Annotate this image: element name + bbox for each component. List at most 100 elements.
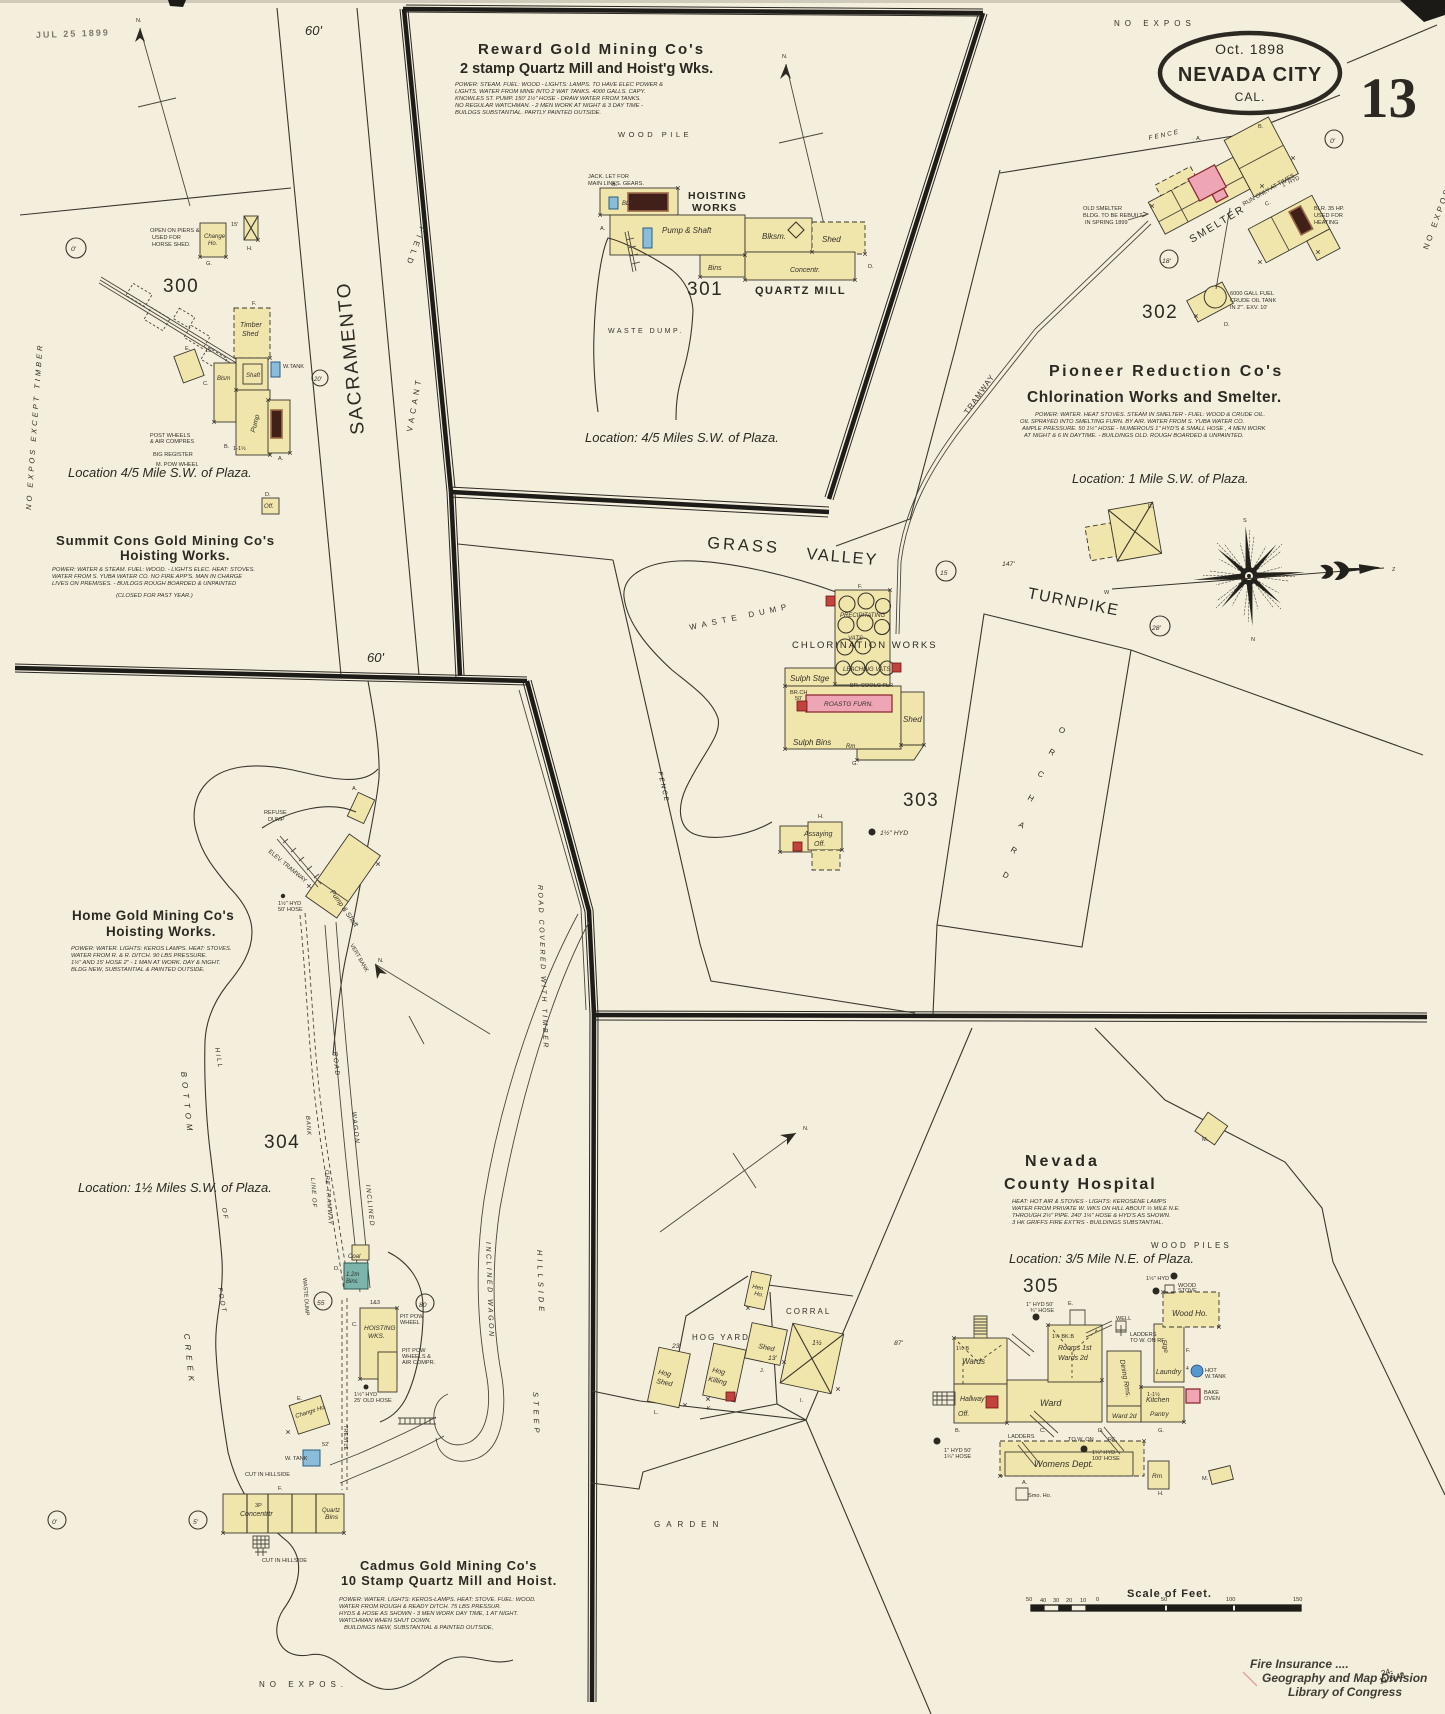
svg-text:BLK: BLK (622, 201, 634, 207)
svg-text:D.: D. (868, 264, 874, 270)
svg-text:Location: 4/5 Miles S.W. of P: Location: 4/5 Miles S.W. of Plaza. (585, 430, 779, 445)
svg-text:W: W (1104, 590, 1110, 596)
svg-text:1.2m: 1.2m (346, 1272, 359, 1278)
svg-text:POWER: STEAM. FUEL: WOOD - L: POWER: STEAM. FUEL: WOOD - LIGHTS: LAMPS… (455, 82, 663, 88)
svg-text:BLDG. TO BE REBUILT: BLDG. TO BE REBUILT (1083, 213, 1143, 219)
svg-text:Rooms 1st: Rooms 1st (1058, 1345, 1093, 1352)
svg-text:Concentr.: Concentr. (790, 267, 820, 274)
svg-text:OVEN: OVEN (1204, 1396, 1220, 1402)
svg-text:GRASS: GRASS (707, 534, 781, 557)
svg-text:M.: M. (1202, 1137, 1209, 1143)
svg-text:1¼" HYD: 1¼" HYD (1092, 1450, 1115, 1456)
svg-text:1'' HYD 50': 1'' HYD 50' (944, 1448, 971, 1454)
svg-text:VATS: VATS (848, 636, 863, 642)
svg-text:POWER: WATER & STEAM. FUEL: W: POWER: WATER & STEAM. FUEL: WOOD. - LIGH… (52, 567, 255, 573)
svg-text:Wards 2d: Wards 2d (1058, 1355, 1089, 1362)
svg-text:BLDG NEW, SUBSTANTIAL & PAINT: BLDG NEW, SUBSTANTIAL & PAINTED OUTSIDE. (71, 967, 205, 973)
svg-text:6000 GALL FUEL: 6000 GALL FUEL (1230, 291, 1274, 297)
svg-text:R: R (1009, 845, 1019, 856)
svg-text:D.: D. (1224, 322, 1230, 328)
svg-text:100: 100 (1226, 1597, 1235, 1603)
svg-text:ORE TRAMWAY: ORE TRAMWAY (323, 1170, 333, 1226)
svg-text:LEACHING VATS: LEACHING VATS (843, 667, 890, 673)
svg-text:301: 301 (687, 279, 723, 300)
svg-text:50': 50' (795, 696, 802, 702)
svg-text:E.: E. (1068, 1301, 1074, 1307)
svg-text:OF: OF (220, 1207, 229, 1221)
svg-text:BANK: BANK (304, 1116, 311, 1137)
svg-text:Sulph Bins: Sulph Bins (793, 738, 831, 747)
svg-text:50: 50 (1026, 1597, 1032, 1603)
svg-text:A.: A. (600, 226, 606, 232)
svg-text:B.: B. (224, 444, 230, 450)
svg-text:R: R (1047, 747, 1057, 758)
svg-text:Hog: Hog (712, 1367, 726, 1377)
svg-text:Concentrtr: Concentrtr (240, 1511, 273, 1518)
svg-text:BAKE: BAKE (1204, 1390, 1219, 1396)
svg-text:Shed: Shed (656, 1378, 675, 1388)
svg-text:BIG REGISTER: BIG REGISTER (153, 452, 193, 458)
svg-text:Location: 1 Mile S.W. of Plaza: Location: 1 Mile S.W. of Plaza. (1072, 471, 1249, 486)
svg-text:¾" HOSE: ¾" HOSE (1030, 1308, 1054, 1314)
svg-text:N: N (1251, 637, 1255, 643)
svg-text:52': 52' (322, 1442, 329, 1448)
svg-text:10: 10 (1080, 1598, 1086, 1604)
svg-text:Change: Change (204, 234, 226, 240)
svg-text:Ho.: Ho. (754, 1291, 764, 1299)
svg-text:USED FOR: USED FOR (1314, 213, 1343, 219)
svg-text:Location 4/5 Mile S.W. of Pl: Location 4/5 Mile S.W. of Plaza. (68, 465, 252, 480)
svg-text:A.: A. (1022, 1480, 1028, 1486)
svg-text:M. POW WHEEL: M. POW WHEEL (156, 462, 199, 468)
svg-text:A.: A. (352, 786, 358, 792)
svg-text:G.: G. (1158, 1428, 1164, 1434)
svg-text:Pantry: Pantry (1150, 1411, 1170, 1418)
svg-text:LINE OF: LINE OF (309, 1178, 317, 1209)
svg-text:0': 0' (71, 246, 77, 253)
svg-text:15: 15 (940, 570, 948, 577)
svg-text:WORKS: WORKS (692, 202, 737, 214)
svg-text:INCLINED WAGON: INCLINED WAGON (484, 1242, 494, 1339)
svg-text:THROUGH 2½" PIPE. 240' 1¼": THROUGH 2½" PIPE. 240' 1¼" HOSE & HYD'S … (1012, 1212, 1171, 1219)
svg-text:Pump & Shaft: Pump & Shaft (662, 226, 712, 235)
svg-text:1½" HYD: 1½" HYD (1146, 1275, 1169, 1282)
svg-text:WHEELS &: WHEELS & (402, 1354, 431, 1360)
svg-text:F.: F. (1186, 1348, 1191, 1354)
svg-text:20: 20 (1066, 1598, 1072, 1604)
svg-text:PIT POW: PIT POW (402, 1348, 426, 1354)
svg-text:STOVE: STOVE (1178, 1288, 1197, 1294)
svg-text:Scale of Feet.: Scale of Feet. (1127, 1588, 1212, 1600)
svg-text:WKS.: WKS. (368, 1333, 385, 1340)
svg-text:Coal: Coal (348, 1254, 361, 1260)
svg-text:JACK. LET FOR: JACK. LET FOR (588, 174, 629, 180)
svg-text:GARDEN: GARDEN (654, 1520, 724, 1529)
svg-text:Bins: Bins (346, 1279, 358, 1285)
svg-text:BUILDGS SUBSTANTIAL. PARTLY: BUILDGS SUBSTANTIAL. PARTLY PAINTED OUTS… (455, 110, 601, 116)
svg-text:LADDERS: LADDERS (1130, 1332, 1157, 1338)
svg-text:CUT IN HILLSIDE: CUT IN HILLSIDE (245, 1472, 290, 1478)
svg-text:INCLINED: INCLINED (364, 1184, 375, 1227)
svg-text:1¼" HOSE: 1¼" HOSE (944, 1454, 971, 1460)
svg-text:Shed: Shed (242, 331, 259, 338)
svg-text:Location: 1½ Miles S.W. of Pl: Location: 1½ Miles S.W. of Plaza. (78, 1180, 272, 1195)
svg-text:POWER: WATER. LIGHTS: KEROS-L: POWER: WATER. LIGHTS: KEROS-LAMPS. HEAT:… (339, 1597, 536, 1603)
svg-text:K.: K. (707, 1406, 713, 1412)
svg-text:Home Gold Mining Co's: Home Gold Mining Co's (72, 908, 234, 923)
svg-text:WATCHMAN WHEN SHUT DOWN.: WATCHMAN WHEN SHUT DOWN. (339, 1618, 431, 1624)
svg-text:W.TANK: W.TANK (1205, 1374, 1226, 1380)
svg-text:N.: N. (378, 958, 384, 964)
svg-text:WOOD PILES: WOOD PILES (1151, 1241, 1232, 1250)
svg-text:E.: E. (297, 1396, 303, 1402)
svg-text:HOISTING: HOISTING (688, 190, 747, 202)
svg-text:Killing: Killing (708, 1376, 728, 1387)
svg-text:WHEEL: WHEEL (400, 1320, 420, 1326)
svg-text:HOISTING: HOISTING (364, 1325, 395, 1332)
svg-text:IN SPRING 1899: IN SPRING 1899 (1085, 220, 1128, 226)
svg-text:Laundry: Laundry (1156, 1369, 1182, 1376)
svg-text:MAIN LINES. GEARS.: MAIN LINES. GEARS. (588, 181, 644, 187)
svg-text:Oct. 1898: Oct. 1898 (1215, 41, 1285, 57)
svg-text:O: O (1057, 725, 1067, 736)
svg-text:BR.CH: BR.CH (790, 690, 807, 696)
svg-text:Hog: Hog (658, 1369, 672, 1379)
svg-text:REFUSE: REFUSE (264, 810, 287, 816)
svg-text:& AIR COMPRES: & AIR COMPRES (150, 439, 194, 445)
